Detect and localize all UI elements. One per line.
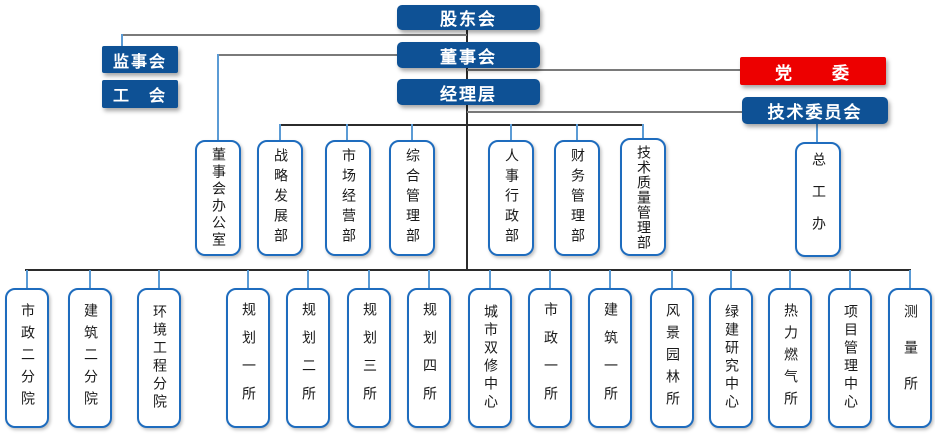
node-labor-union: 工 会 (102, 80, 178, 108)
branch-architecture-1: 建筑一所 (588, 288, 632, 428)
connector-branch-stub (789, 270, 791, 288)
branch-landscape: 风景园林所 (650, 288, 694, 428)
dept-strategy-development: 战略发展部 (257, 140, 303, 256)
connector-branch-stub (158, 270, 160, 288)
connector-branch-stub (89, 270, 91, 288)
branch-planning-2: 规划二所 (286, 288, 330, 428)
connector-branch-stub (549, 270, 551, 288)
dept-general-management: 综合管理部 (389, 140, 435, 256)
node-management-level: 经理层 (397, 79, 540, 105)
branch-heat-gas: 热力燃气所 (768, 288, 812, 428)
dept-chief-engineer-office: 总工办 (795, 142, 841, 257)
dept-hr-administration: 人事行政部 (488, 140, 534, 256)
connector-dept-stub (346, 124, 348, 140)
connector-board-management (466, 68, 468, 79)
connector-dept-stub (411, 124, 413, 140)
connector-shareholders-board (466, 29, 468, 42)
branch-planning-4: 规划四所 (407, 288, 451, 428)
branch-planning-3: 规划三所 (347, 288, 391, 428)
branch-municipal-2: 市政二分院 (5, 288, 49, 428)
connector-board-office-v (217, 54, 219, 140)
connector-board-office-h (218, 54, 398, 56)
connector-supervisory-stub (121, 34, 123, 46)
dept-board-office: 董事会办公室 (195, 140, 241, 256)
branch-environment-eng: 环境工程分院 (137, 288, 181, 428)
dept-finance-management: 财务管理部 (554, 140, 600, 256)
dept-market-operations: 市场经营部 (325, 140, 371, 256)
connector-branch-stub (307, 270, 309, 288)
branch-survey: 测量所 (888, 288, 932, 428)
connector-branch-stub (849, 270, 851, 288)
connector-branch-stub (428, 270, 430, 288)
dept-tech-quality-management: 技术质量管理部 (620, 138, 666, 256)
connector-branch-stub (247, 270, 249, 288)
node-supervisory-board: 监事会 (102, 46, 178, 73)
branch-project-mgmt-center: 项目管理中心 (828, 288, 872, 428)
connector-branch-stub (609, 270, 611, 288)
node-technical-committee: 技术委员会 (742, 97, 888, 124)
node-board-of-directors: 董事会 (397, 42, 540, 68)
connector-branch-stub (730, 270, 732, 288)
branch-architecture-2: 建筑二分院 (68, 288, 112, 428)
connector-dept-stub (510, 124, 512, 140)
connector-management-trunk (466, 105, 468, 271)
connector-tech-committee-h (467, 111, 742, 113)
connector-dept-stub (576, 124, 578, 140)
connector-branches-h (25, 269, 911, 271)
branch-planning-1: 规划一所 (226, 288, 270, 428)
branch-urban-renewal-center: 城市双修中心 (468, 288, 512, 428)
connector-branch-stub (489, 270, 491, 288)
connector-branch-stub (671, 270, 673, 288)
node-shareholders-meeting: 股东会 (397, 5, 540, 30)
node-party-committee: 党 委 (740, 57, 886, 85)
connector-supervisory-h (122, 34, 467, 36)
branch-green-research-center: 绿建研究中心 (709, 288, 753, 428)
connector-dept-stub (642, 124, 644, 140)
connector-dept-stub (279, 124, 281, 140)
connector-branch-stub (26, 270, 28, 288)
branch-municipal-1: 市政一所 (528, 288, 572, 428)
connector-party-h (467, 69, 740, 71)
connector-chief-engineer-stub (816, 124, 818, 142)
connector-branch-stub (909, 270, 911, 288)
connector-branch-stub (368, 270, 370, 288)
connector-departments-h (280, 124, 644, 126)
